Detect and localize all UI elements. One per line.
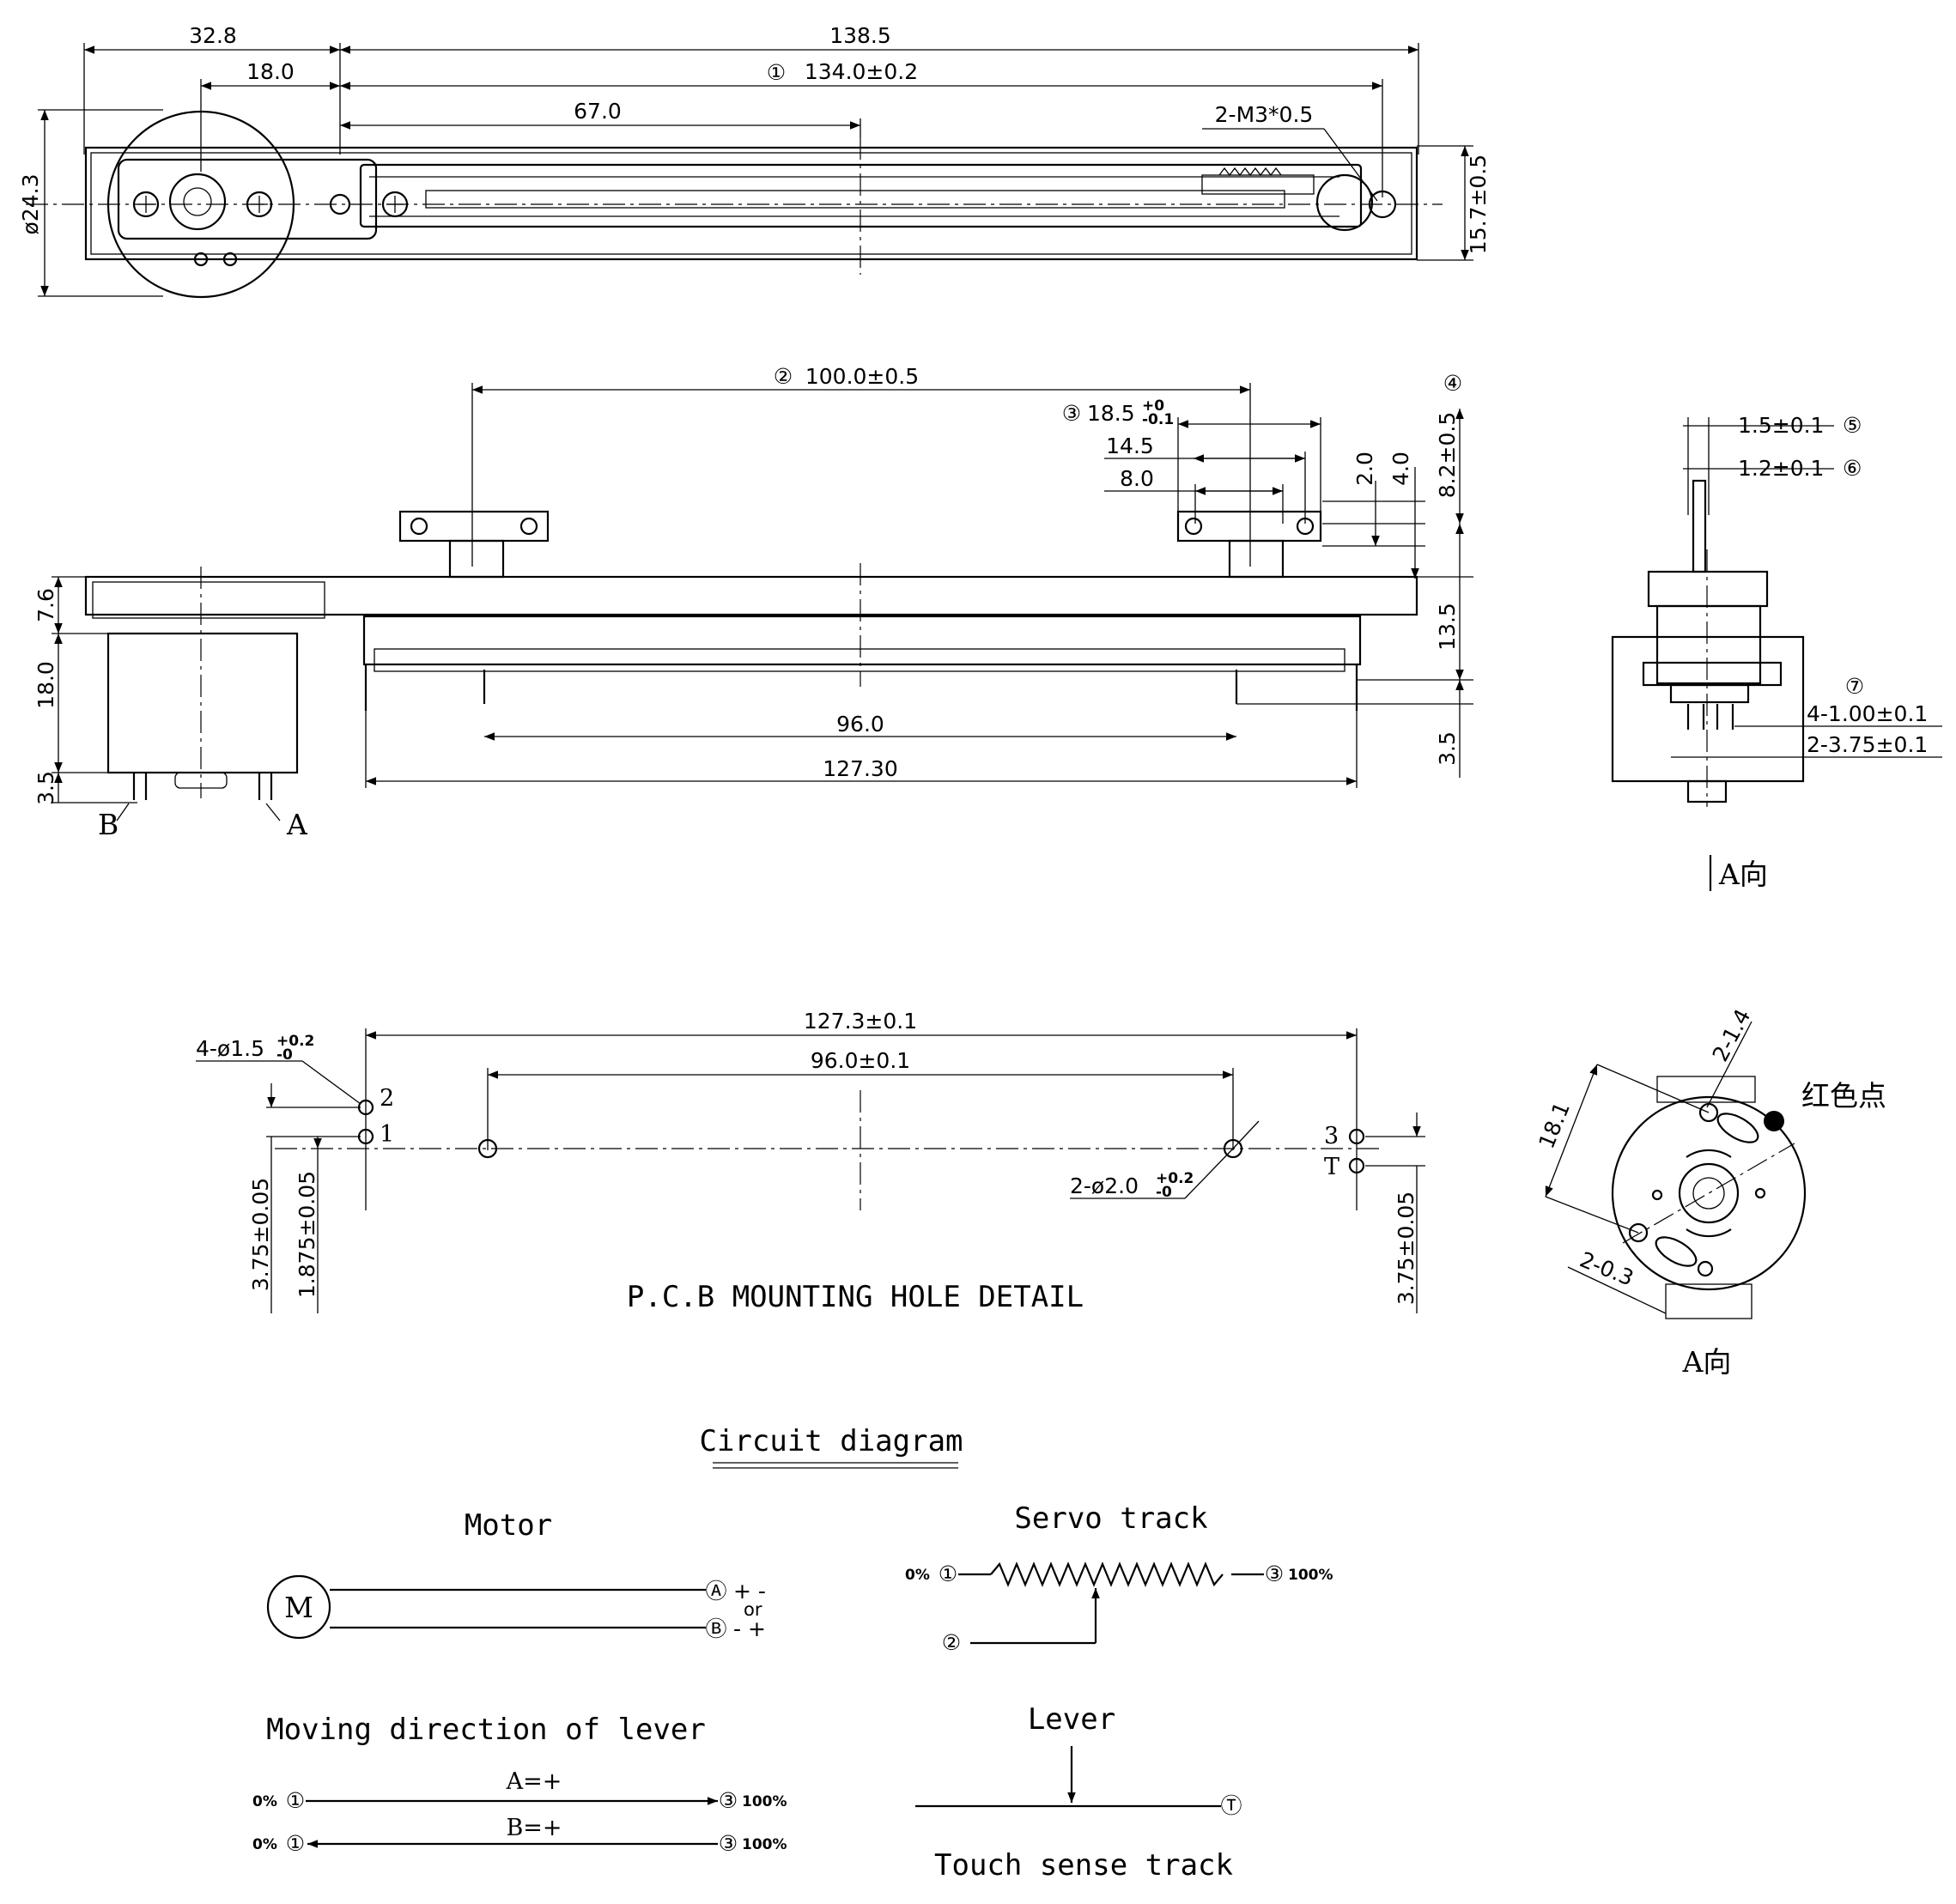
marker-5: ⑤ (1843, 413, 1862, 438)
dim-127-30: 127.30 (823, 756, 897, 781)
moving-node-1-b: ① (286, 1831, 305, 1856)
servo-right-pct: 100% (1288, 1567, 1333, 1584)
dim-4-1-00: 4-1.00±0.1 (1807, 701, 1928, 726)
touch-terminal: Ⓣ (1220, 1793, 1242, 1818)
dim-2-dia-2-0-tol-lower: -0 (1156, 1184, 1172, 1201)
dim-4-0: 4.0 (1388, 452, 1413, 486)
dim-7-6: 7.6 (33, 588, 58, 622)
pin-3: 3 (1324, 1123, 1339, 1149)
moving-a: A=+ (506, 1768, 562, 1795)
marker-3: ③ (1062, 401, 1081, 426)
moving-b: B=+ (506, 1815, 562, 1841)
moving-node-3-a: ③ (719, 1788, 738, 1813)
circuit-title: Circuit diagram (699, 1424, 963, 1458)
dim-96-0: 96.0 (836, 712, 884, 737)
marker-1: ① (767, 60, 786, 85)
dim-1-875: 1.875±0.05 (295, 1171, 319, 1298)
motor-title: Motor (465, 1508, 552, 1543)
moving-title: Moving direction of lever (266, 1713, 706, 1747)
circuit-diagram: Circuit diagram Motor M Ⓐ Ⓑ + - or - + S… (252, 1424, 1333, 1883)
side-view-label: A向 (1718, 858, 1768, 891)
pin-2: 2 (380, 1085, 394, 1112)
pin-t: T (1324, 1154, 1339, 1180)
dim-4-dia-1-5-tol-lower: -0 (276, 1046, 293, 1064)
motor-polarity-a: + - (733, 1579, 766, 1604)
dim-138-5: 138.5 (829, 23, 891, 48)
dim-67-0: 67.0 (574, 99, 622, 124)
dim-8-2: 8.2±0.5 (1435, 412, 1460, 498)
pcb-detail: 127.3±0.1 96.0±0.1 4-ø1.5 +0.2 -0 2 1 3 … (196, 1009, 1425, 1314)
motor-terminal-b: Ⓑ (705, 1616, 726, 1641)
pcb-title: P.C.B MOUNTING HOLE DETAIL (627, 1280, 1084, 1314)
dim-3-5-left: 3.5 (33, 771, 58, 805)
red-dot (1764, 1111, 1784, 1131)
dim-15-7: 15.7±0.5 (1466, 155, 1491, 254)
moving-left-pct-a: 0% (252, 1793, 277, 1810)
dim-96-0-pcb: 96.0±0.1 (811, 1048, 910, 1073)
dim-3-75-left: 3.75±0.05 (248, 1178, 273, 1291)
dim-2-0-3: 2-0.3 (1576, 1247, 1637, 1291)
dim-18-5: 18.5 (1087, 401, 1135, 426)
dim-3-5-right: 3.5 (1435, 731, 1460, 766)
servo-node-1: ① (939, 1561, 957, 1586)
marker-7: ⑦ (1845, 674, 1864, 699)
servo-node-2: ② (942, 1630, 961, 1655)
top-view: 32.8 138.5 18.0 ① 134.0±0.2 67.0 2-M3*0.… (18, 23, 1491, 299)
dim-127-3: 127.3±0.1 (804, 1009, 917, 1034)
dim-2-3-75: 2-3.75±0.1 (1807, 732, 1928, 757)
side-view: 1.5±0.1 ⑤ 1.2±0.1 ⑥ ⑦ 4-1.00±0.1 2-3.75±… (1611, 413, 1942, 891)
dim-100-0: 100.0±0.5 (805, 364, 919, 389)
touch-track-title: Touch sense track (934, 1848, 1233, 1883)
dim-134-0: 134.0±0.2 (805, 59, 918, 84)
moving-right-pct-a: 100% (742, 1793, 787, 1810)
dim-1-5: 1.5±0.1 (1738, 413, 1824, 438)
dim-2-m3: 2-M3*0.5 (1215, 102, 1314, 127)
dim-18-5-tol-upper: +0 (1142, 397, 1164, 415)
servo-node-3: ③ (1265, 1561, 1284, 1586)
dim-1-2: 1.2±0.1 (1738, 456, 1824, 481)
marker-4: ④ (1443, 371, 1462, 396)
motor-or: or (744, 1599, 762, 1620)
dim-14-5: 14.5 (1106, 434, 1154, 458)
marker-2: ② (774, 364, 793, 389)
dim-2-0: 2.0 (1352, 452, 1377, 486)
dim-8-0: 8.0 (1120, 466, 1154, 491)
dim-2-1-4: 2-1.4 (1708, 1005, 1756, 1066)
moving-node-3-b: ③ (719, 1831, 738, 1856)
dim-13-5: 13.5 (1435, 603, 1460, 651)
moving-left-pct-b: 0% (252, 1836, 277, 1853)
red-dot-label: 红色点 (1801, 1079, 1886, 1113)
dim-32-8: 32.8 (189, 23, 237, 48)
motor-polarity-b: - + (733, 1616, 766, 1641)
dim-4-dia-1-5: 4-ø1.5 (196, 1036, 264, 1061)
motor-terminal-a: Ⓐ (705, 1579, 726, 1604)
lever-title: Lever (1028, 1702, 1115, 1737)
dim-18-5-tol-lower: -0.1 (1142, 411, 1174, 428)
dim-4-dia-1-5-tol-upper: +0.2 (276, 1033, 314, 1050)
moving-right-pct-b: 100% (742, 1836, 787, 1853)
servo-left-pct: 0% (905, 1567, 930, 1584)
dim-3-75-right: 3.75±0.05 (1394, 1192, 1418, 1305)
dim-18-1: 18.1 (1534, 1099, 1575, 1152)
terminal-a: A (286, 808, 308, 841)
moving-node-1-a: ① (286, 1788, 305, 1813)
motor-end-label: A向 (1682, 1345, 1732, 1379)
servo-title: Servo track (1014, 1501, 1207, 1536)
dim-18-0-top: 18.0 (246, 59, 295, 84)
terminal-b: B (98, 808, 118, 841)
front-view: ② 100.0±0.5 ③ 18.5 +0 -0.1 14.5 8.0 2.0 … (33, 364, 1473, 841)
pin-1: 1 (380, 1121, 394, 1148)
motor-end-view: 18.1 2-1.4 2-0.3 红色点 A向 (1534, 1005, 1886, 1379)
dim-2-dia-2-0-tol-upper: +0.2 (1156, 1170, 1194, 1187)
dim-18-0-left: 18.0 (33, 661, 58, 709)
motor-symbol: M (284, 1591, 313, 1624)
dim-2-dia-2-0: 2-ø2.0 (1070, 1173, 1139, 1198)
marker-6: ⑥ (1843, 456, 1862, 481)
